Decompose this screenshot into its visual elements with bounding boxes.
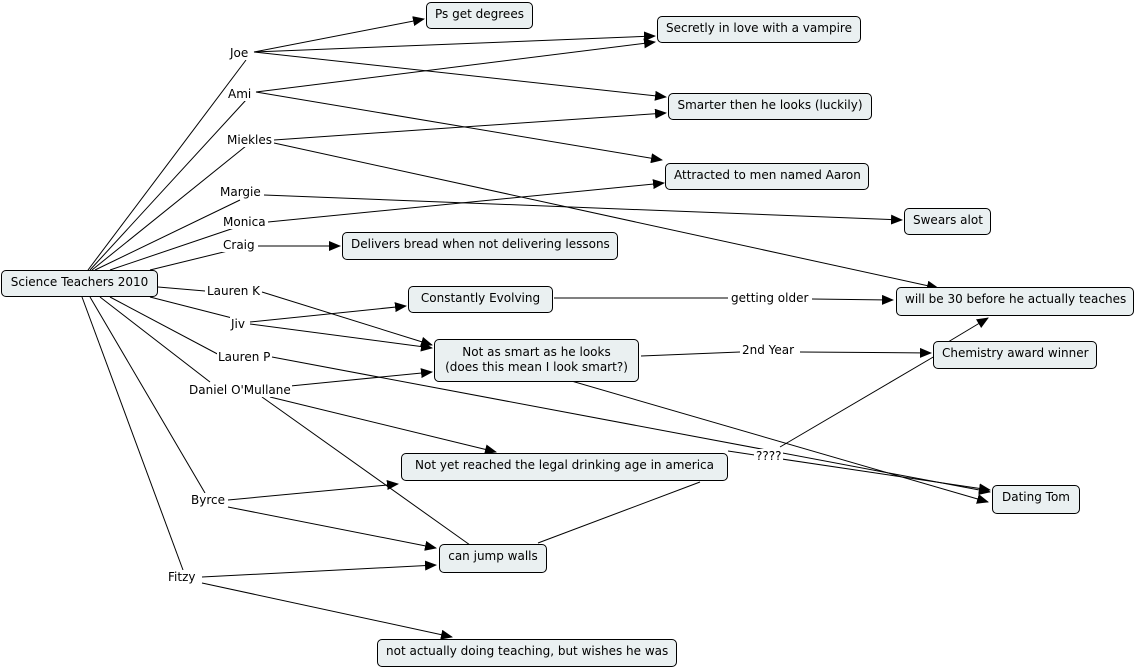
edge-root-monica: [109, 225, 241, 271]
node-jump-walls[interactable]: can jump walls: [439, 544, 547, 573]
teacher-monica[interactable]: Monica: [222, 215, 267, 229]
teacher-lauren-k[interactable]: Lauren K: [206, 284, 261, 298]
node-thirty[interactable]: will be 30 before he actually teaches: [896, 287, 1134, 316]
edge-label-getting-older: getting older: [729, 291, 811, 305]
node-vampire[interactable]: Secretly in love with a vampire: [657, 16, 861, 43]
edge-root-fitzy: [81, 296, 184, 571]
node-not-as-smart-line1: Not as smart as he looks: [462, 345, 611, 359]
edge-root-daniel: [99, 296, 211, 383]
edge-root-margie: [94, 199, 241, 271]
teacher-lauren-p[interactable]: Lauren P: [217, 350, 272, 364]
edge-label-question: ????: [754, 449, 784, 463]
node-smarter[interactable]: Smarter then he looks (luckily): [668, 93, 872, 120]
teacher-ami[interactable]: Ami: [227, 87, 253, 101]
node-drinking[interactable]: Not yet reached the legal drinking age i…: [401, 453, 728, 481]
root-node-science-teachers[interactable]: Science Teachers 2010: [1, 270, 158, 297]
teacher-byrce[interactable]: Byrce: [190, 493, 226, 507]
teacher-joe[interactable]: Joe: [229, 46, 250, 60]
teacher-fitzy[interactable]: Fitzy: [167, 570, 197, 584]
node-dating-tom[interactable]: Dating Tom: [992, 485, 1080, 514]
node-not-as-smart[interactable]: Not as smart as he looks (does this mean…: [434, 339, 639, 382]
teacher-margie[interactable]: Margie: [219, 185, 262, 199]
node-swears[interactable]: Swears alot: [904, 208, 991, 235]
node-ps-get-degrees[interactable]: Ps get degrees: [426, 2, 533, 29]
node-aaron[interactable]: Attracted to men named Aaron: [665, 163, 869, 190]
teacher-jiv[interactable]: Jiv: [230, 317, 246, 331]
node-not-teaching[interactable]: not actually doing teaching, but wishes …: [377, 639, 677, 667]
teacher-miekles[interactable]: Miekles: [226, 133, 273, 147]
edge-root-laurenp: [109, 296, 226, 359]
teacher-craig[interactable]: Craig: [222, 238, 256, 252]
edge-label-second-year: 2nd Year: [740, 343, 797, 357]
node-bread[interactable]: Delivers bread when not delivering lesso…: [342, 232, 618, 260]
edge-root-laurenk: [157, 286, 206, 292]
node-chemistry[interactable]: Chemistry award winner: [933, 341, 1097, 369]
node-not-as-smart-line2: (does this mean I look smart?): [445, 360, 628, 374]
teacher-daniel[interactable]: Daniel O'Mullane: [188, 383, 292, 397]
edge-root-jiv: [149, 296, 241, 321]
node-evolving[interactable]: Constantly Evolving: [408, 286, 553, 313]
